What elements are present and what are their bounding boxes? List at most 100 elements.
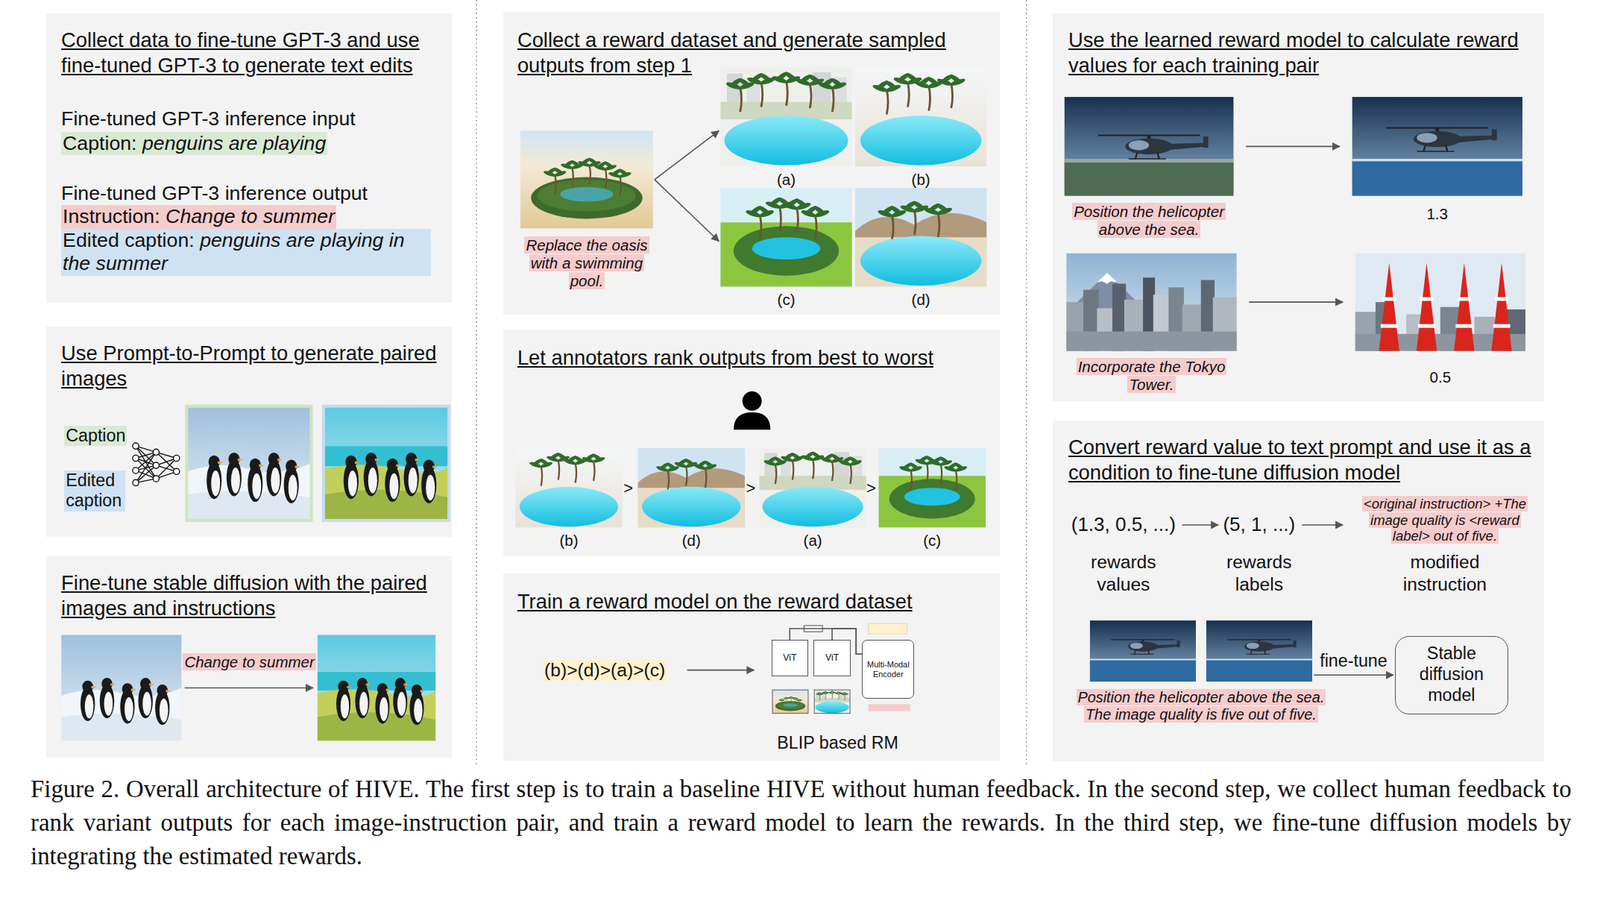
value-caption: rewards labels bbox=[1220, 550, 1299, 595]
text-slot: rewards labels bbox=[1220, 550, 1299, 595]
panel: Use Prompt-to-Prompt to generate paired … bbox=[46, 326, 453, 537]
divider-line bbox=[475, 0, 478, 765]
field-name: Edited caption: bbox=[62, 228, 195, 252]
edge-label-slot: fine-tune bbox=[1318, 650, 1390, 672]
image-label: (d) bbox=[855, 290, 988, 310]
panel: Collect data to fine-tune GPT-3 and use … bbox=[46, 13, 453, 304]
image-label: (c) bbox=[878, 531, 986, 551]
instruction-text: Incorporate the Tokyo Tower. bbox=[1076, 357, 1228, 393]
panel-heading: Collect a reward dataset and generate sa… bbox=[517, 27, 996, 79]
text-slot: <original instruction> +The image qualit… bbox=[1355, 495, 1536, 544]
highlight-box: Edited caption bbox=[64, 470, 126, 512]
panel: Use the learned reward model to calculat… bbox=[1052, 13, 1544, 402]
instruction-text: Position the helicopter above the sea. T… bbox=[1076, 688, 1327, 723]
panel: Collect a reward dataset and generate sa… bbox=[503, 11, 1001, 314]
image-label: (c) bbox=[720, 290, 853, 310]
value-caption: modified instruction bbox=[1394, 550, 1497, 595]
rank-sign: > bbox=[866, 478, 877, 499]
text-slot: Fine-tuned GPT-3 inference input bbox=[61, 107, 356, 131]
text-slot: Change to summer bbox=[179, 653, 320, 672]
text-slot: rewards values bbox=[1082, 550, 1164, 595]
section-label: Fine-tuned GPT-3 inference output bbox=[61, 181, 368, 206]
text-slot: Let annotators rank outputs from best to… bbox=[517, 345, 996, 371]
block-label: Multi-Modal Encoder bbox=[864, 659, 912, 680]
figure-caption: Figure 2. Overall architecture of HIVE. … bbox=[30, 772, 1572, 874]
caption-slot: Figure 2. Overall architecture of HIVE. … bbox=[30, 772, 1572, 874]
value-group: (1.3, 0.5, ...) rewards values bbox=[1066, 512, 1181, 597]
text-slot: Position the helicopter above the sea. bbox=[1059, 202, 1240, 239]
field-value: penguins are playing bbox=[142, 131, 326, 155]
reward-value: 0.5 bbox=[1355, 368, 1527, 387]
text-slot: Convert reward value to text prompt and … bbox=[1068, 434, 1539, 486]
text-slot: Fine-tuned GPT-3 inference output bbox=[61, 181, 368, 206]
image-label: (b) bbox=[855, 170, 988, 190]
text-slot: Replace the oasis with a swimming pool. bbox=[512, 236, 662, 290]
field-value: Change to summer bbox=[165, 205, 335, 228]
text-slot: (d) bbox=[637, 531, 745, 551]
value-caption: rewards values bbox=[1082, 550, 1164, 595]
divider-line bbox=[1025, 0, 1028, 765]
vit-box: ViT bbox=[771, 639, 809, 677]
highlight-box: Caption:penguins are playing bbox=[61, 131, 328, 156]
image-label: (b) bbox=[515, 531, 623, 551]
text-slot: Use Prompt-to-Prompt to generate paired … bbox=[61, 340, 450, 392]
image: (a) bbox=[758, 448, 867, 528]
encoder-box: Multi-Modal Encoder bbox=[861, 639, 915, 699]
panel-heading: Fine-tune stable diffusion with the pair… bbox=[61, 570, 450, 622]
image: (d) bbox=[637, 448, 745, 528]
text-slot: > bbox=[866, 478, 877, 499]
text-slot: Position the helicopter above the sea. T… bbox=[1070, 688, 1332, 724]
rank-sign: > bbox=[623, 478, 633, 499]
text-slot: (a) bbox=[758, 531, 867, 551]
text-slot: (a) bbox=[720, 170, 853, 190]
arrow-label: Change to summer bbox=[182, 653, 316, 671]
image-label: (d) bbox=[637, 531, 745, 551]
input-label: Caption bbox=[65, 425, 126, 446]
panel-heading: Train a reward model on the reward datas… bbox=[517, 589, 996, 615]
image: 0.5 bbox=[1355, 252, 1527, 351]
instruction-text: Position the helicopter above the sea. bbox=[1072, 202, 1226, 238]
text-slot: Train a reward model on the reward datas… bbox=[517, 589, 996, 615]
text-slot: > bbox=[745, 478, 756, 499]
field-name: Caption: bbox=[62, 131, 137, 155]
highlight-box: Edited caption:penguins are playing in t… bbox=[61, 228, 431, 276]
image: Replace the oasis with a swimming pool. bbox=[520, 130, 654, 229]
image: (b) bbox=[515, 448, 623, 528]
image: (a) bbox=[720, 67, 853, 167]
panel-heading: Let annotators rank outputs from best to… bbox=[517, 345, 996, 371]
field-name: Instruction: bbox=[62, 205, 161, 228]
image-pair: Position the helicopter above the sea. T… bbox=[1090, 620, 1313, 682]
ranking-box: (b)>(d)>(a)>(c) bbox=[542, 659, 667, 681]
text-slot: Collect a reward dataset and generate sa… bbox=[517, 27, 996, 79]
panel-heading: Collect data to fine-tune GPT-3 and use … bbox=[61, 27, 450, 79]
text-slot: Use the learned reward model to calculat… bbox=[1068, 27, 1539, 79]
text-slot: (5, 1, ...) bbox=[1220, 512, 1299, 537]
image: 1.3 bbox=[1351, 96, 1523, 197]
panel: Convert reward value to text prompt and … bbox=[1052, 420, 1544, 762]
model-name: BLIP based RM bbox=[757, 732, 919, 754]
block-label: ViT bbox=[782, 652, 797, 664]
instruction-text: Replace the oasis with a swimming pool. bbox=[524, 236, 649, 290]
text-slot: (1.3, 0.5, ...) bbox=[1066, 512, 1181, 537]
text-slot: (c) bbox=[878, 531, 986, 551]
image-label: (a) bbox=[758, 531, 867, 551]
model-box: Stable diffusion model bbox=[1394, 635, 1509, 715]
text-slot: (d) bbox=[855, 290, 988, 310]
text-slot: 0.5 bbox=[1355, 368, 1527, 387]
highlight-box: Caption bbox=[64, 425, 127, 446]
text-slot: (b) bbox=[515, 531, 623, 551]
block-label: ViT bbox=[825, 652, 839, 664]
value-group: (5, 1, ...) rewards labels bbox=[1220, 512, 1299, 597]
model-group: BLIP based RM ViT ViT Multi-Modal Encoder bbox=[757, 617, 919, 756]
section-label: Fine-tuned GPT-3 inference input bbox=[61, 107, 356, 131]
value-text: (1.3, 0.5, ...) bbox=[1066, 512, 1181, 537]
panel: Let annotators rank outputs from best to… bbox=[503, 329, 1001, 557]
image: Incorporate the Tokyo Tower. bbox=[1066, 252, 1237, 351]
model-name: Stable diffusion model bbox=[1400, 643, 1504, 707]
text-slot: Collect data to fine-tune GPT-3 and use … bbox=[61, 27, 450, 79]
edge-label: fine-tune bbox=[1318, 650, 1390, 671]
text-slot: BLIP based RM bbox=[757, 732, 919, 754]
rank-sign: > bbox=[745, 478, 756, 499]
ranking-text: (b)>(d)>(a)>(c) bbox=[544, 659, 666, 680]
